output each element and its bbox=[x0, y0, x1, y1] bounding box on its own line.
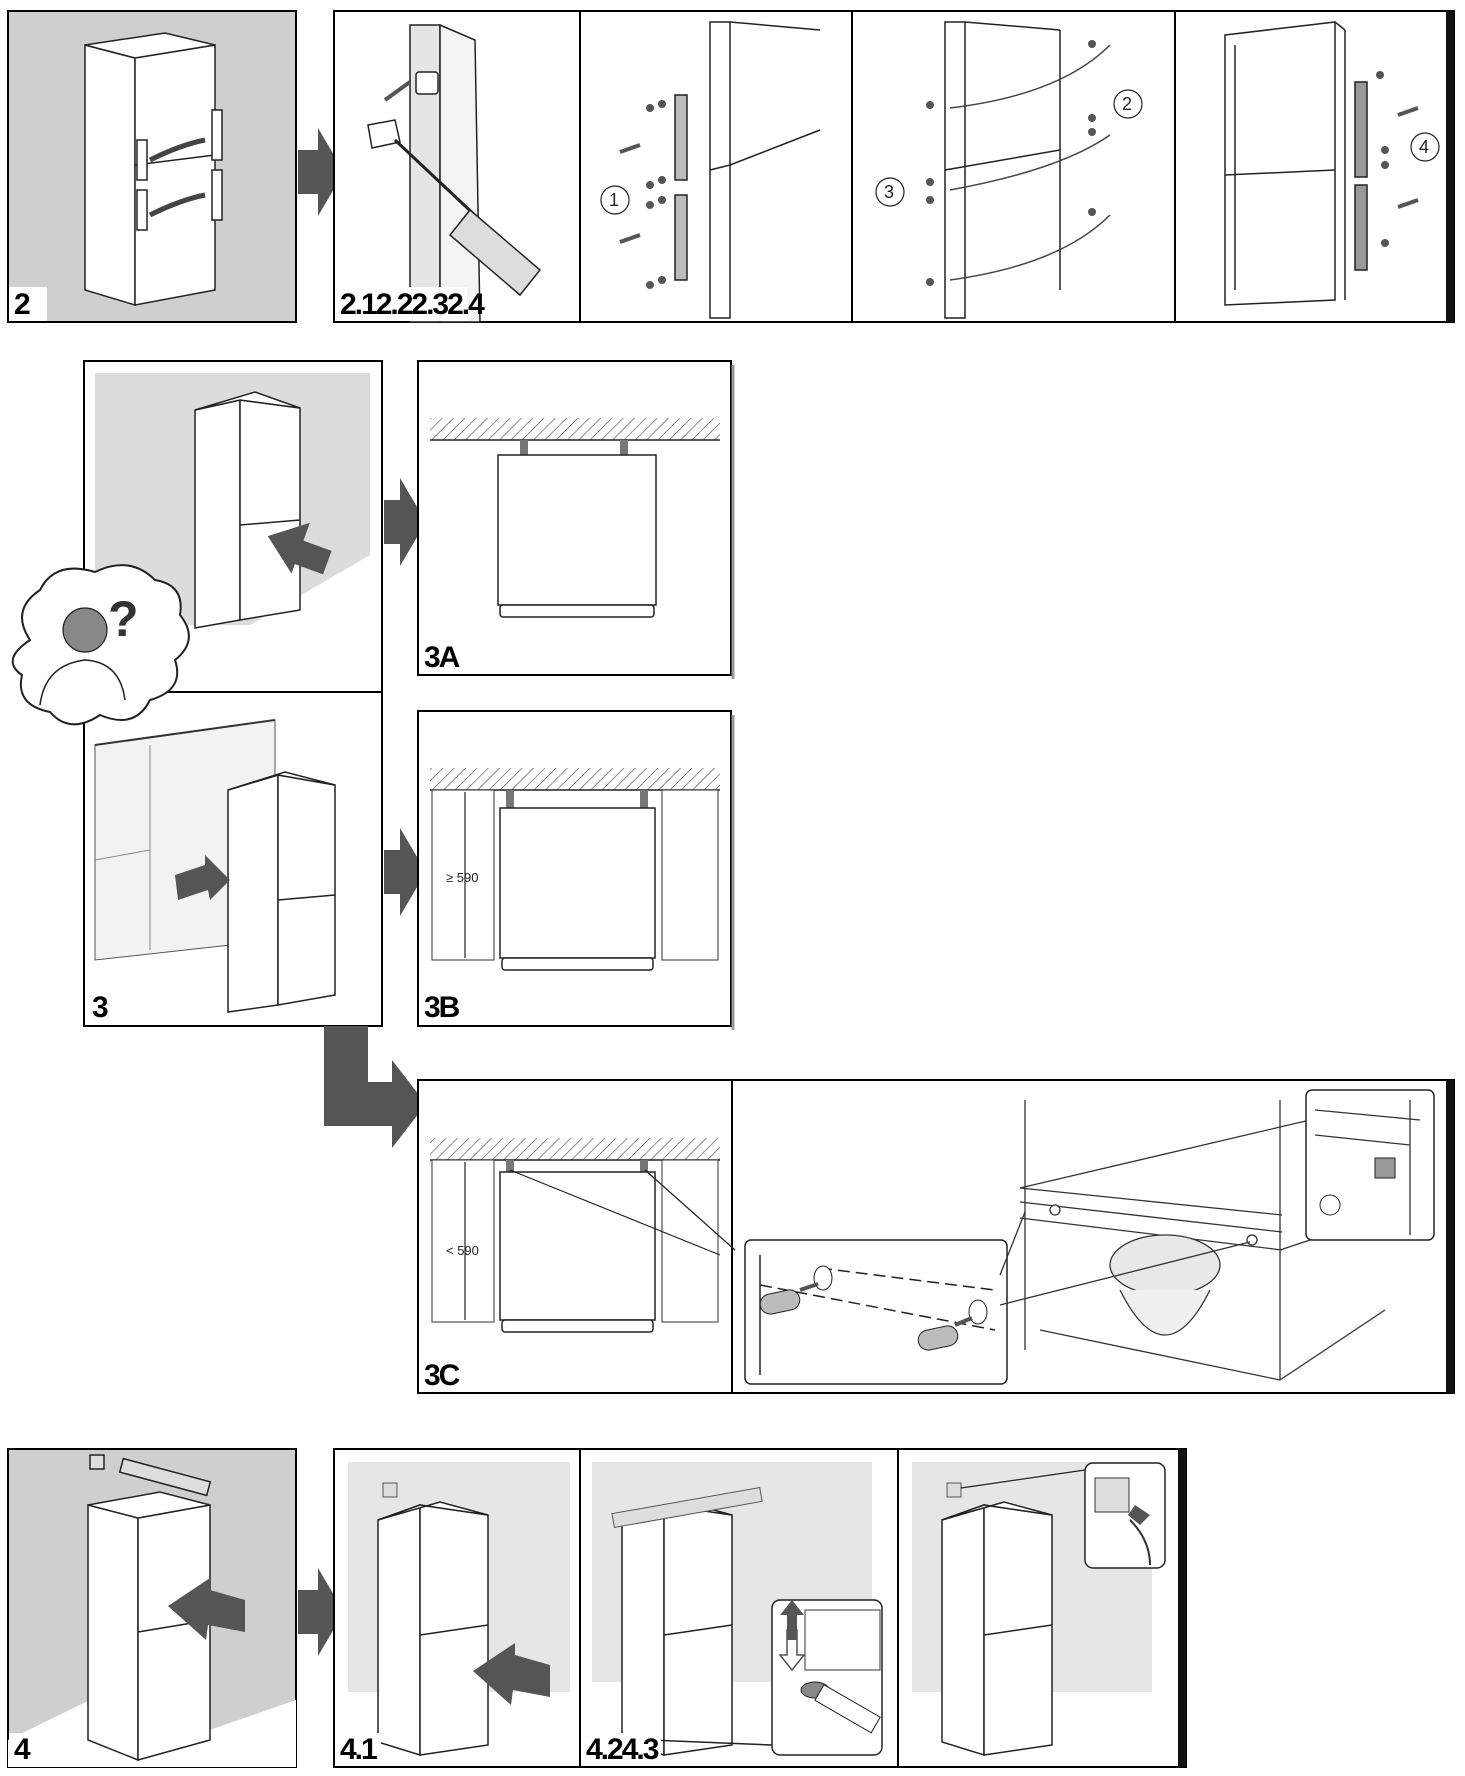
spacer-detail-illustration bbox=[744, 1239, 1008, 1385]
arrows-icon bbox=[1397, 106, 1419, 209]
question-cloud-icon: ? bbox=[11, 564, 190, 726]
magnified-corner-illustration bbox=[1305, 1089, 1435, 1241]
dimension-min-height: ≥ 590 bbox=[446, 870, 478, 885]
step-3a-panel: 3A bbox=[417, 360, 735, 679]
step-label-4: 4 bbox=[14, 1733, 31, 1766]
step-label-4-1: 4.1 bbox=[340, 1733, 377, 1766]
svg-text:4: 4 bbox=[1419, 137, 1429, 157]
step-label-3: 3 bbox=[92, 991, 108, 1024]
handles-removal-illustration bbox=[674, 21, 821, 319]
fridge-back-illustration bbox=[999, 1100, 1386, 1381]
step-label-3a: 3A bbox=[424, 641, 460, 674]
fridge-illustration bbox=[84, 32, 223, 307]
push-against-wall-illustration bbox=[348, 1462, 570, 1757]
arrow-right-icon bbox=[298, 1568, 344, 1656]
arrows-icon bbox=[148, 137, 206, 218]
freestanding-fridge-illustration bbox=[95, 373, 370, 629]
fridge-illustration bbox=[87, 1454, 212, 1762]
arrow-right-icon bbox=[298, 128, 344, 216]
step-label-2: 2 bbox=[14, 288, 30, 321]
builtin-fridge-illustration bbox=[94, 719, 336, 1013]
step-3-panel: 3 bbox=[83, 360, 383, 1027]
step-4-panel: 4 bbox=[7, 1448, 297, 1768]
screws-icon bbox=[646, 100, 666, 289]
screws-icon bbox=[1376, 71, 1389, 247]
arrow-icon bbox=[1128, 1505, 1150, 1525]
callout-4: 4 bbox=[1410, 132, 1440, 162]
arrow-icon bbox=[473, 1643, 550, 1705]
handles-mount-illustration bbox=[1224, 21, 1368, 306]
step-label-3c: 3C bbox=[424, 1359, 460, 1392]
question-mark-icon: ? bbox=[108, 591, 139, 647]
svg-text:3: 3 bbox=[884, 182, 894, 202]
step-label-3b: 3B bbox=[424, 991, 460, 1024]
step-4-detail-panel: 4.1 4.24.3 bbox=[333, 1448, 1187, 1768]
screwdriver-illustration bbox=[367, 23, 542, 323]
svg-text:1: 1 bbox=[609, 190, 619, 210]
callout-2: 2 bbox=[1113, 89, 1143, 119]
step-label-4-2: 4.24.3 bbox=[586, 1733, 659, 1766]
arrow-icon bbox=[168, 1578, 245, 1640]
arrow-down-right-icon bbox=[324, 1026, 426, 1148]
svg-text:2: 2 bbox=[1122, 94, 1132, 114]
arrow-right-icon bbox=[384, 828, 426, 916]
level-adjust-illustration bbox=[592, 1462, 883, 1757]
step-label-2-sub: 2.12.22.32.4 bbox=[340, 288, 485, 321]
arrow-up-icon bbox=[780, 1600, 804, 1640]
step-3b-panel: ≥ 590 3B bbox=[417, 710, 735, 1030]
arrow-right-icon bbox=[384, 478, 426, 566]
plug-in-illustration bbox=[912, 1462, 1166, 1757]
step-2-detail-panel: 1 2 3 bbox=[333, 10, 1455, 323]
step-3c-panel: < 590 bbox=[417, 1079, 1455, 1394]
arrow-icon bbox=[267, 522, 332, 575]
arrow-icon bbox=[175, 855, 230, 900]
dimension-max-height: < 590 bbox=[446, 1243, 479, 1258]
screws-icon bbox=[926, 40, 1096, 286]
screw-arcs-icon bbox=[949, 44, 1111, 281]
arrows-icon bbox=[619, 143, 641, 244]
arrow-down-icon bbox=[778, 1629, 806, 1672]
callout-3: 3 bbox=[875, 177, 905, 207]
callout-1: 1 bbox=[600, 185, 630, 215]
arrow-icon bbox=[383, 80, 412, 102]
step-2-panel: 2 bbox=[7, 10, 297, 323]
